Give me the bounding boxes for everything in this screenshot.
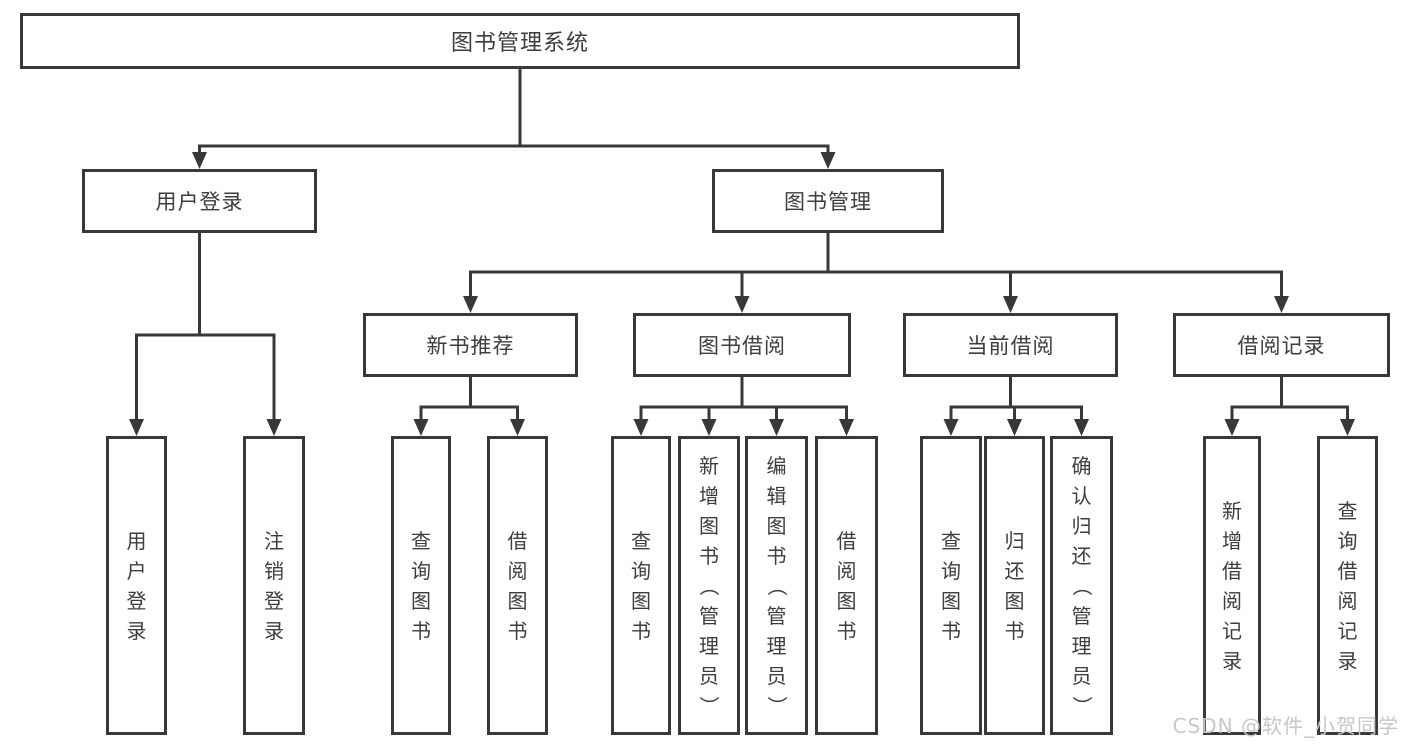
node-book-borrowing: 图书借阅 <box>633 313 851 377</box>
node-book-management: 图书管理 <box>712 169 944 233</box>
arrowhead-leaf-query-books-2 <box>633 419 649 436</box>
vertical-label: 借阅图书 <box>836 528 857 643</box>
arrowhead-leaf-query-borrow-record <box>1340 419 1355 436</box>
node-leaf-query-books-2: 查询图书 <box>611 436 671 735</box>
node-current-borrowing: 当前借阅 <box>903 313 1118 377</box>
node-leaf-confirm-return-admin: 确认归还（管理员） <box>1050 436 1113 735</box>
arrowhead-leaf-logout <box>266 419 282 436</box>
node-leaf-user-login: 用户登录 <box>106 436 167 735</box>
node-borrowing-records: 借阅记录 <box>1173 313 1390 377</box>
node-leaf-borrow-books-2: 借阅图书 <box>815 436 878 735</box>
vertical-label: 编辑图书（管理员） <box>764 453 789 716</box>
node-new-book-recommend: 新书推荐 <box>363 313 578 377</box>
node-leaf-query-books-1: 查询图书 <box>391 436 451 735</box>
arrowhead-user-login-branch <box>192 152 207 169</box>
arrowhead-leaf-return-books <box>1007 419 1022 436</box>
arrowhead-leaf-user-login <box>129 419 144 436</box>
arrowhead-new-book-recommend <box>463 296 478 313</box>
node-leaf-add-borrow-record: 新增借阅记录 <box>1203 436 1261 735</box>
node-leaf-query-borrow-record: 查询借阅记录 <box>1317 436 1378 735</box>
vertical-label: 用户登录 <box>126 528 147 643</box>
arrowhead-leaf-edit-books-admin <box>769 419 784 436</box>
vertical-label: 新增图书（管理员） <box>697 453 721 716</box>
vertical-label: 查询借阅记录 <box>1337 498 1358 673</box>
node-leaf-edit-books-admin: 编辑图书（管理员） <box>745 436 808 735</box>
arrowhead-current-borrowing <box>1003 296 1018 313</box>
node-leaf-query-books-3: 查询图书 <box>920 436 982 735</box>
vertical-label: 新增借阅记录 <box>1222 498 1242 673</box>
arrowhead-leaf-confirm-return-admin <box>1074 419 1089 436</box>
vertical-label: 借阅图书 <box>507 528 528 643</box>
node-root: 图书管理系统 <box>20 13 1020 69</box>
node-leaf-logout: 注销登录 <box>243 436 305 735</box>
arrowhead-leaf-query-books-1 <box>413 419 429 436</box>
arrowhead-leaf-borrow-books-2 <box>839 419 854 436</box>
node-leaf-add-books-admin: 新增图书（管理员） <box>678 436 740 735</box>
vertical-label: 查询图书 <box>411 528 431 643</box>
vertical-label: 确认归还（管理员） <box>1069 453 1094 716</box>
arrowhead-leaf-add-borrow-record <box>1224 419 1240 436</box>
arrowhead-borrowing-records <box>1274 296 1289 313</box>
node-leaf-return-books: 归还图书 <box>984 436 1045 735</box>
connector-path <box>135 67 1349 426</box>
arrowhead-leaf-query-books-3 <box>943 419 959 436</box>
vertical-label: 查询图书 <box>631 528 651 643</box>
node-user-login-branch: 用户登录 <box>82 169 317 233</box>
arrowhead-book-borrowing <box>734 296 750 313</box>
arrowhead-leaf-add-books-admin <box>701 419 717 436</box>
arrowhead-leaf-borrow-books-1 <box>510 419 525 436</box>
watermark-text: CSDN @软件_小贺同学 <box>1172 714 1399 738</box>
arrowhead-book-management <box>820 152 836 169</box>
node-leaf-borrow-books-1: 借阅图书 <box>487 436 548 735</box>
vertical-label: 归还图书 <box>1004 528 1025 643</box>
vertical-label: 查询图书 <box>941 528 961 643</box>
vertical-label: 注销登录 <box>264 528 284 643</box>
